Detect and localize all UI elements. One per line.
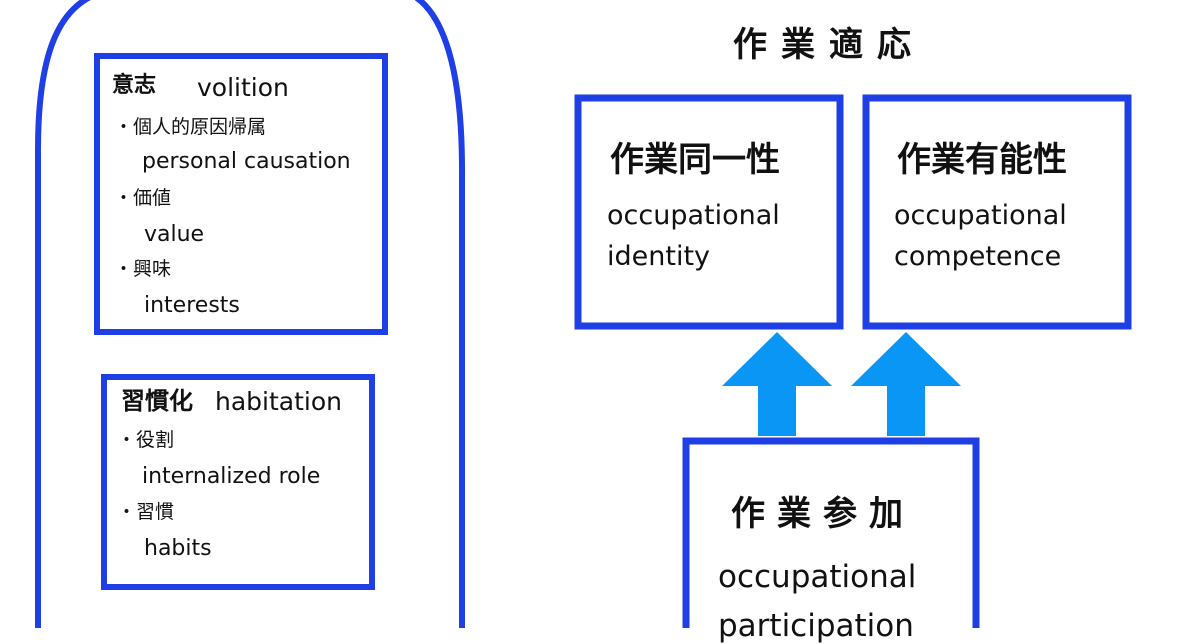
competence-box: [862, 94, 1132, 330]
adaptation-title: 作業適応: [733, 25, 925, 65]
identity-en-line1: occupational: [607, 200, 780, 231]
volition-item-jp: ・個人的原因帰属: [114, 116, 267, 138]
habituation-item-en: habits: [144, 536, 212, 561]
identity-en-line2: identity: [607, 241, 711, 272]
participation-box: [682, 437, 980, 628]
volition-item-en: interests: [144, 293, 240, 318]
participation-en-line2: participation: [718, 608, 914, 644]
habituation-item-en: internalized role: [142, 464, 321, 489]
competence-en-line2: competence: [894, 241, 1062, 272]
identity-box: [574, 94, 844, 330]
competence-jp: 作業有能性: [897, 140, 1067, 180]
identity-jp: 作業同一性: [610, 140, 780, 180]
volition-heading-jp: 意志: [112, 73, 157, 98]
habituation-box: [101, 374, 375, 590]
volition-box: [94, 53, 388, 335]
volition-heading-en: volition: [197, 73, 289, 102]
habituation-heading-en: habitation: [215, 387, 342, 416]
habituation-heading-jp: 習慣化: [121, 387, 193, 415]
volition-item-en: value: [144, 222, 205, 247]
habituation-item-jp: ・習慣: [117, 501, 175, 523]
competence-en-line1: occupational: [894, 200, 1067, 231]
person-container-outline: [35, 0, 465, 628]
habituation-item-jp: ・役割: [117, 429, 175, 451]
volition-item-jp: ・価値: [114, 187, 172, 209]
participation-en-line1: occupational: [718, 559, 917, 595]
arrow-up-right: [851, 332, 961, 436]
volition-item-en: personal causation: [142, 149, 351, 174]
volition-item-jp: ・興味: [114, 258, 172, 280]
diagram-canvas: [35, 0, 1132, 628]
participation-jp: 作業参加: [731, 494, 915, 534]
arrow-up-left: [722, 332, 832, 436]
